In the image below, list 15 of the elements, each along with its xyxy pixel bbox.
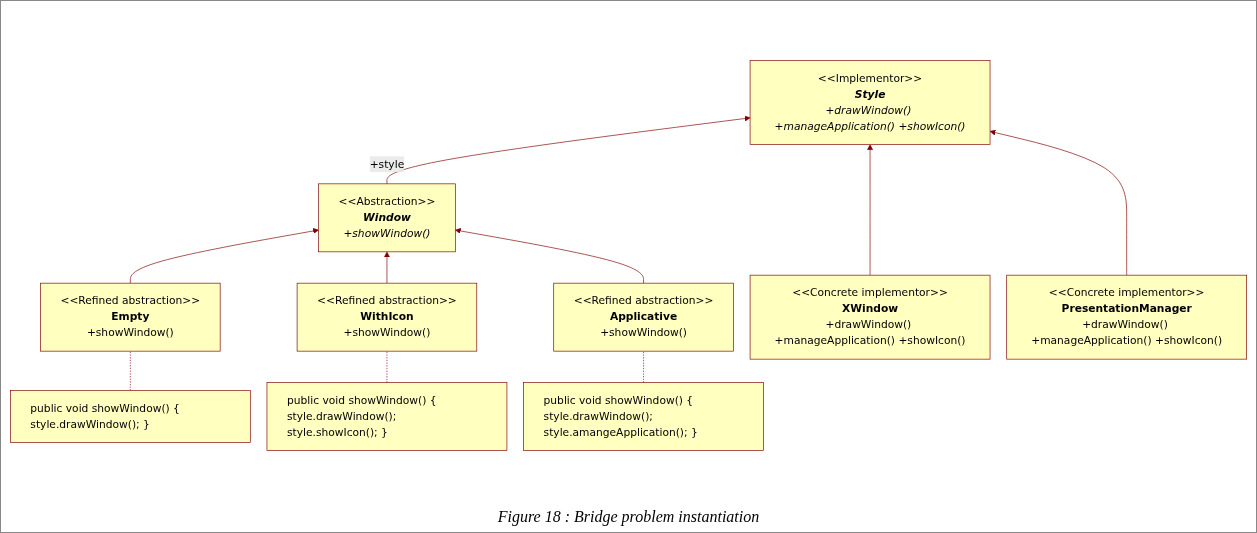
connector xyxy=(386,350,388,383)
node-box: <<Abstraction>> Window +showWindow() xyxy=(318,183,456,253)
node-box: <<Concrete implementor>> PresentationManager +drawWindow() +manageApplication() +showIcon() xyxy=(1006,274,1247,360)
node-box: <<Refined abstraction>> WithIcon +showWindow() xyxy=(296,282,478,352)
figure-caption: Figure 18 : Bridge problem instantiation xyxy=(496,507,761,528)
node-box: public void showWindow() { style.drawWindow(); style.amangeApplication(); } xyxy=(523,382,764,451)
connector xyxy=(643,350,644,383)
node-box: <<Refined abstraction>> Empty +showWindow() xyxy=(40,282,221,352)
edge-label: +style xyxy=(369,157,405,171)
node-box: public void showWindow() { style.drawWindow(); style.showIcon(); } xyxy=(266,382,508,451)
node-box: <<Implementor>> Style +drawWindow() +manageApplication() +showIcon() xyxy=(749,60,991,145)
connector xyxy=(129,350,131,391)
node-box: public void showWindow() { style.drawWindow(); } xyxy=(10,390,251,443)
node-box: <<Concrete implementor>> XWindow +drawWindow() +manageApplication() +showIcon() xyxy=(749,274,991,360)
node-box: <<Refined abstraction>> Applicative +showWindow() xyxy=(553,282,734,352)
